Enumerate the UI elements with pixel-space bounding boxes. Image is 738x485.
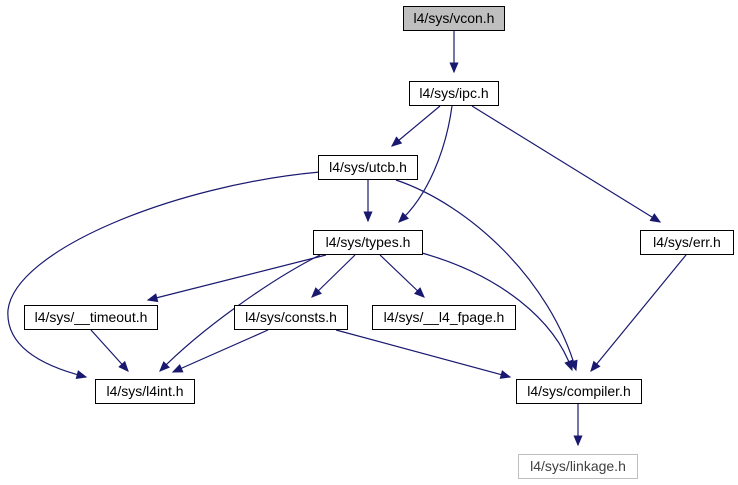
arrowhead-types-to-timeout [146, 293, 159, 303]
edge-types-to-consts [311, 254, 356, 298]
edge-utcb-to-l4int [7, 171, 321, 378]
arrowhead-utcb-to-types [363, 211, 373, 223]
arrowhead-ipc-to-types [398, 212, 409, 223]
arrowhead-types-to-compiler [564, 359, 573, 372]
node-linkage-h: l4/sys/linkage.h [518, 454, 638, 479]
arrowhead-consts-to-l4int [171, 363, 184, 373]
node-timeout-h[interactable]: l4/sys/__timeout.h [24, 305, 158, 330]
node-vcon-h: l4/sys/vcon.h [403, 6, 505, 31]
arrowhead-utcb-to-l4int [75, 370, 88, 379]
arrowhead-types-to-fpage [413, 287, 425, 298]
arrowhead-ipc-to-utcb [391, 136, 403, 147]
node-fpage-h[interactable]: l4/sys/__l4_fpage.h [372, 305, 516, 330]
node-types-h[interactable]: l4/sys/types.h [313, 230, 423, 255]
edge-types-to-timeout [147, 254, 327, 301]
node-compiler-h[interactable]: l4/sys/compiler.h [516, 379, 642, 404]
edge-ipc-to-utcb [391, 105, 441, 147]
edge-ipc-to-types [398, 105, 453, 223]
arrowhead-ipc-to-err [649, 213, 662, 223]
arrowhead-consts-to-compiler [499, 370, 512, 379]
edge-err-to-compiler [590, 254, 687, 372]
edge-utcb-to-compiler [395, 179, 577, 371]
arrowhead-types-to-l4int [159, 361, 170, 372]
arrowhead-vcon-to-ipc [449, 62, 459, 74]
edge-consts-to-compiler [335, 329, 511, 378]
edge-ipc-to-err [471, 105, 661, 223]
node-utcb-h[interactable]: l4/sys/utcb.h [318, 155, 418, 180]
edge-types-to-fpage [379, 254, 425, 298]
edge-types-to-compiler [421, 252, 573, 371]
node-ipc-h[interactable]: l4/sys/ipc.h [409, 81, 499, 106]
node-consts-h[interactable]: l4/sys/consts.h [234, 305, 348, 330]
edge-consts-to-l4int [172, 329, 269, 373]
arrowhead-err-to-compiler [590, 360, 601, 372]
node-err-h[interactable]: l4/sys/err.h [640, 230, 734, 255]
arrowhead-timeout-to-l4int [118, 360, 129, 372]
arrowhead-types-to-consts [311, 287, 322, 298]
node-l4int-h[interactable]: l4/sys/l4int.h [95, 379, 195, 404]
arrowhead-compiler-to-linkage [573, 435, 583, 447]
